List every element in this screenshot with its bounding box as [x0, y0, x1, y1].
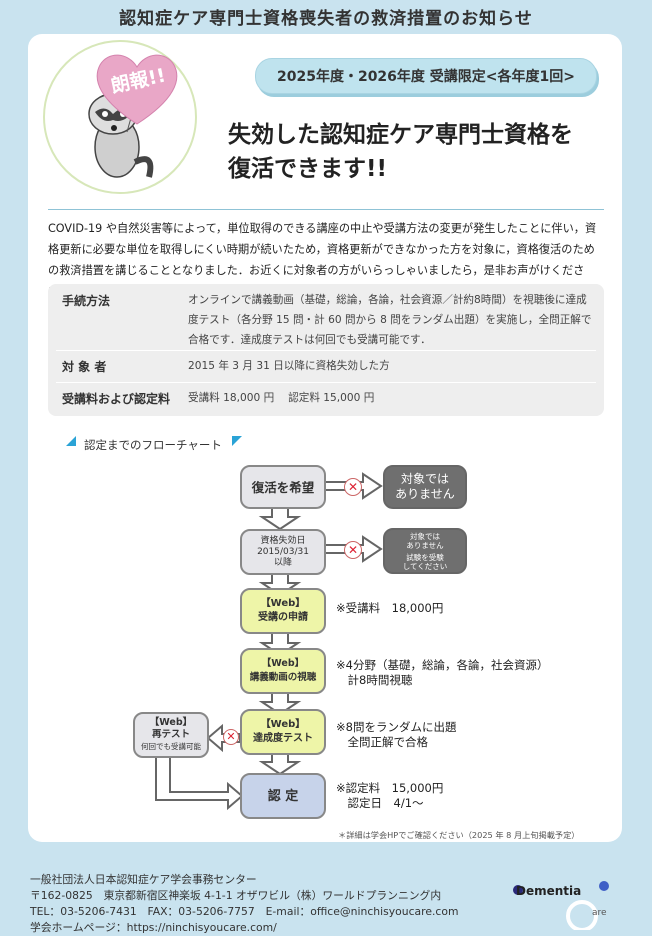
- row-divider: [56, 350, 596, 351]
- info-row-method: 手続方法 オンラインで講義動画（基礎，総論，各論，社会資源／計約8時間）を視聴後…: [48, 290, 604, 350]
- flow-node-retest: 【Web】 再テスト 何回でも受講可能: [133, 712, 209, 758]
- flow-node-certify-label: 認 定: [267, 788, 299, 804]
- flow-node-test: 【Web】 達成度テスト: [240, 709, 326, 755]
- row-divider: [56, 382, 596, 383]
- flow-node-not-eligible-2-sub: 試験を受験 してください: [402, 552, 448, 571]
- x-icon: ✕: [344, 541, 362, 559]
- info-table: 手続方法 オンラインで講義動画（基礎，総論，各論，社会資源／計約8時間）を視聴後…: [48, 284, 604, 416]
- note-test: ※8問をランダムに出題 全問正解で合格: [336, 720, 457, 749]
- info-value-method: オンラインで講義動画（基礎，総論，各論，社会資源／計約8時間）を視聴後に達成度テ…: [188, 294, 592, 346]
- page-title: 認知症ケア専門士資格喪失者の救済措置のお知らせ: [119, 9, 533, 29]
- note-video: ※4分野（基礎，総論，各論，社会資源） 計8時間視聴: [336, 658, 549, 687]
- x-icon: ✕: [344, 478, 362, 496]
- footer-web[interactable]: 学会ホームページ：https://ninchisyoucare.com/: [30, 921, 277, 934]
- divider: [48, 209, 604, 210]
- flow-node-retest-sub: 何回でも受講可能: [141, 742, 201, 751]
- flow-node-expiry: 資格失効日 2015/03/31 以降: [240, 529, 326, 575]
- flow-node-apply-label: 【Web】 受講の申請: [258, 598, 308, 623]
- flow-node-not-eligible-1-label: 対象では ありません: [395, 472, 455, 501]
- headline-line1: 失効した認知症ケア専門士資格を: [228, 122, 573, 148]
- x-icon: ✕: [223, 729, 239, 745]
- headline-line2: 復活できます!!: [228, 156, 387, 182]
- flow-node-expiry-label: 資格失効日 2015/03/31 以降: [257, 535, 309, 568]
- title-marker-right: [232, 436, 242, 446]
- flow-node-not-eligible-2-label: 対象では ありません: [406, 531, 444, 550]
- flow-node-certify: 認 定: [240, 773, 326, 819]
- period-banner: 2025年度・2026年度 受講限定<各年度1回>: [255, 58, 597, 94]
- flow-node-video: 【Web】 講義動画の視聴: [240, 648, 326, 694]
- flow-node-apply: 【Web】 受講の申請: [240, 588, 326, 634]
- headline: 失効した認知症ケア専門士資格を 復活できます!!: [228, 118, 573, 186]
- flow-title: 認定までのフローチャート: [84, 438, 222, 452]
- heart-balloon: 朗報!!: [90, 48, 185, 132]
- note-certify: ※認定料 15,000円 認定日 4/1～: [336, 781, 444, 810]
- flow-node-not-eligible-2: 対象では ありません 試験を受験 してください: [383, 528, 467, 574]
- info-label-target: 対 象 者: [62, 360, 107, 374]
- intro-text: COVID-19 や自然災害等によって，単位取得のできる講座の中止や受講方法の変…: [48, 222, 597, 298]
- info-label-method: 手続方法: [62, 294, 111, 308]
- info-value-fee: 受講料 18,000 円 認定料 15,000 円: [188, 392, 375, 404]
- flow-node-request-label: 復活を希望: [251, 479, 315, 495]
- flow-node-test-label: 【Web】 達成度テスト: [253, 719, 313, 744]
- detail-note: ＊詳細は学会HPでご確認ください（2025 年 8 月上旬掲載予定）: [338, 830, 580, 840]
- info-value-target: 2015 年 3 月 31 日以降に資格失効した方: [188, 360, 390, 372]
- dementia-care-logo: Dementia are: [512, 878, 622, 932]
- flow-node-request: 復活を希望: [240, 465, 326, 509]
- footer-address: 〒162-0825 東京都新宿区神楽坂 4-1-1 オザワビル（株）ワールドプラ…: [30, 889, 442, 902]
- info-label-fee: 受講料および認定料: [62, 392, 171, 406]
- title-marker-left: [66, 436, 76, 446]
- footer: 一般社団法人日本認知症ケア学会事務センター 〒162-0825 東京都新宿区神楽…: [30, 872, 458, 936]
- footer-org: 一般社団法人日本認知症ケア学会事務センター: [30, 873, 257, 886]
- flow-node-retest-label: 【Web】 再テスト: [149, 717, 193, 740]
- note-apply: ※受講料 18,000円: [336, 601, 444, 615]
- logo-word2: are: [592, 908, 607, 918]
- flow-node-video-label: 【Web】 講義動画の視聴: [249, 658, 317, 683]
- footer-contact: TEL：03-5206-7431 FAX：03-5206-7757 E-mail…: [30, 905, 459, 918]
- logo-word1: Dementia: [516, 884, 582, 898]
- flow-node-not-eligible-1: 対象では ありません: [383, 465, 467, 509]
